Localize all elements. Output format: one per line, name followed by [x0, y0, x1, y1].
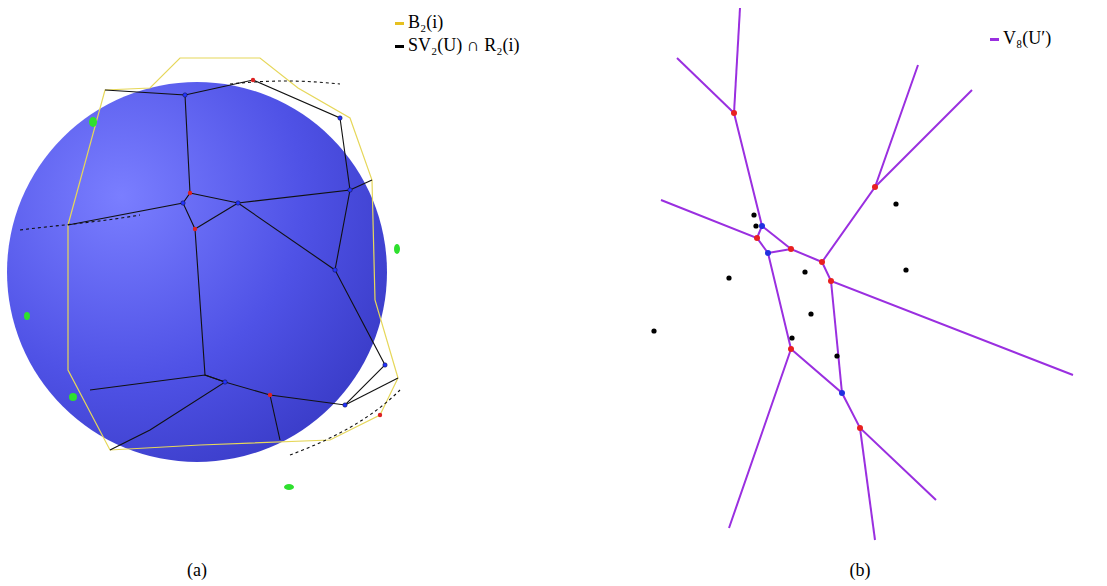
panel-label: (b) — [850, 560, 871, 581]
blue-vertices — [759, 223, 845, 396]
legend-text: SV₂(U) ∩ R₂(i) — [408, 35, 520, 56]
legend-swatch — [990, 38, 999, 41]
legend-swatch — [395, 22, 404, 25]
sites — [651, 201, 908, 358]
voronoi-edges — [661, 8, 1073, 540]
planar-voronoi — [651, 8, 1073, 540]
panel-label: (a) — [187, 560, 207, 581]
sphere — [7, 82, 387, 462]
sphere-panel — [7, 58, 400, 490]
red-vertices — [188, 78, 382, 417]
blue-vertices — [181, 93, 387, 407]
voronoi-edges — [20, 80, 400, 455]
region-boundary — [68, 58, 398, 450]
green-sites — [24, 117, 400, 490]
legend-text: B₂(i) — [408, 12, 443, 33]
legend-swatch — [395, 45, 404, 48]
legend-text: V₈(U′) — [1003, 28, 1051, 49]
red-vertices — [731, 110, 878, 431]
